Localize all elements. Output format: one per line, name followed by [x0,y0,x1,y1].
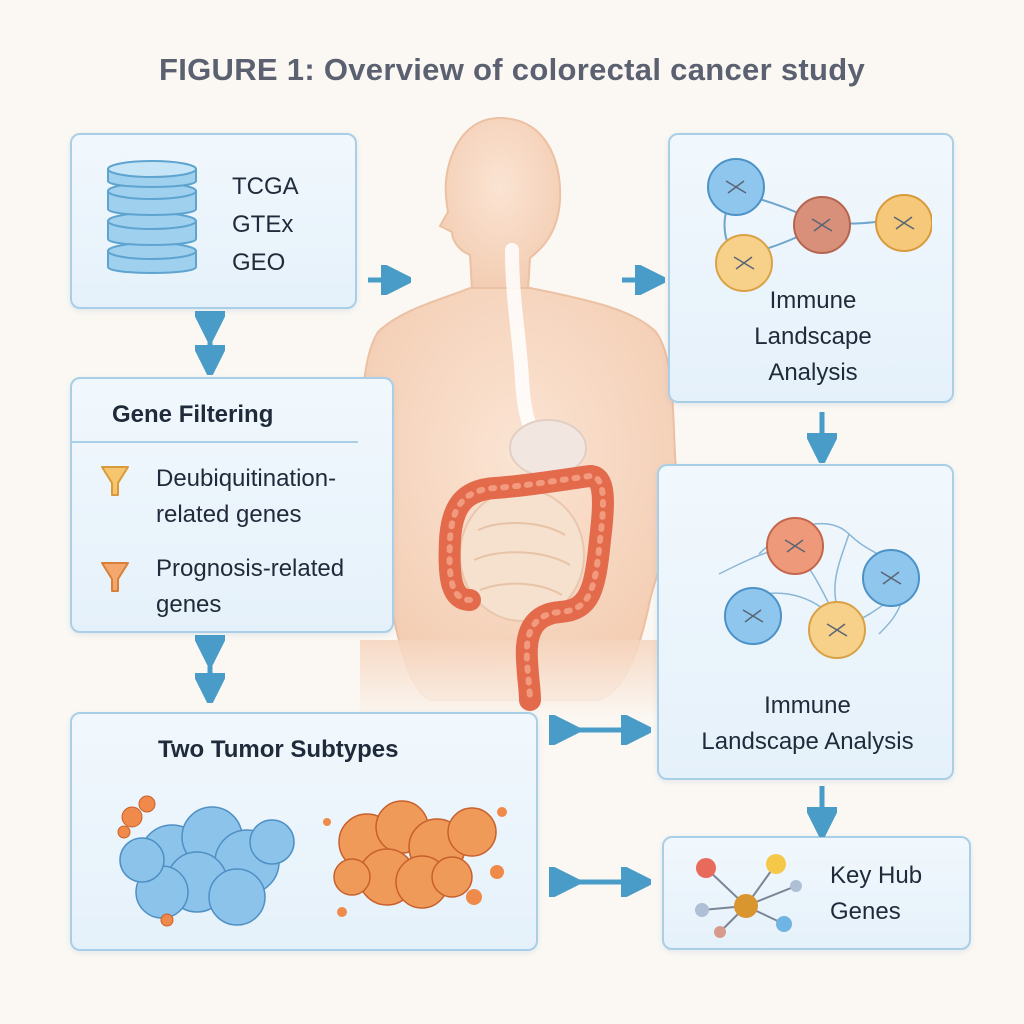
gene-filtering-box: Gene Filtering Deubiquitination- related… [70,377,394,633]
filter-item-line: Deubiquitination- [156,465,337,492]
filter-item-line: related genes [156,501,302,528]
gene-filtering-heading: Gene Filtering [112,401,274,428]
label-line: Immune [764,692,851,719]
tumor-subtypes-box: Two Tumor Subtypes [70,712,538,951]
label-line: Genes [830,898,901,925]
immune-landscape-label-1: Immune Landscape Analysis [670,283,956,391]
data-sources-box: TCGA GTEx GEO [70,133,357,309]
immune-landscape-box-2: Immune Landscape Analysis [657,464,954,780]
funnel-icon [101,466,129,496]
immune-network-icon [718,517,920,659]
filter-item-line: Prognosis-related [156,555,345,582]
database-tcga: TCGA [232,173,299,200]
key-hub-genes-box: Key Hub Genes [662,836,971,950]
database-geo: GEO [232,249,286,276]
immune-network-icon [707,158,932,292]
key-hub-genes-label: Key Hub Genes [830,858,922,930]
filter-item-line: genes [156,591,222,618]
label-line: Key Hub [830,862,923,889]
tumor-cells-icon [117,795,507,927]
funnel-icon [101,562,129,592]
database-gtex: GTEx [232,211,294,238]
filter-item-deubiquitination: Deubiquitination- related genes [156,461,336,533]
hub-network-icon [695,854,802,938]
immune-landscape-label-2: Immune Landscape Analysis [659,688,956,760]
divider [72,441,358,443]
tumor-subtypes-heading: Two Tumor Subtypes [158,736,399,763]
label-line: Analysis [768,359,858,386]
immune-landscape-box-1: Immune Landscape Analysis [668,133,954,403]
filter-item-prognosis: Prognosis-related genes [156,551,344,623]
label-line: Landscape Analysis [701,728,914,755]
figure-title: FIGURE 1: Overview of colorectal cancer … [158,52,866,87]
database-icon [107,160,197,274]
label-line: Immune [769,287,857,314]
label-line: Landscape [754,323,872,350]
